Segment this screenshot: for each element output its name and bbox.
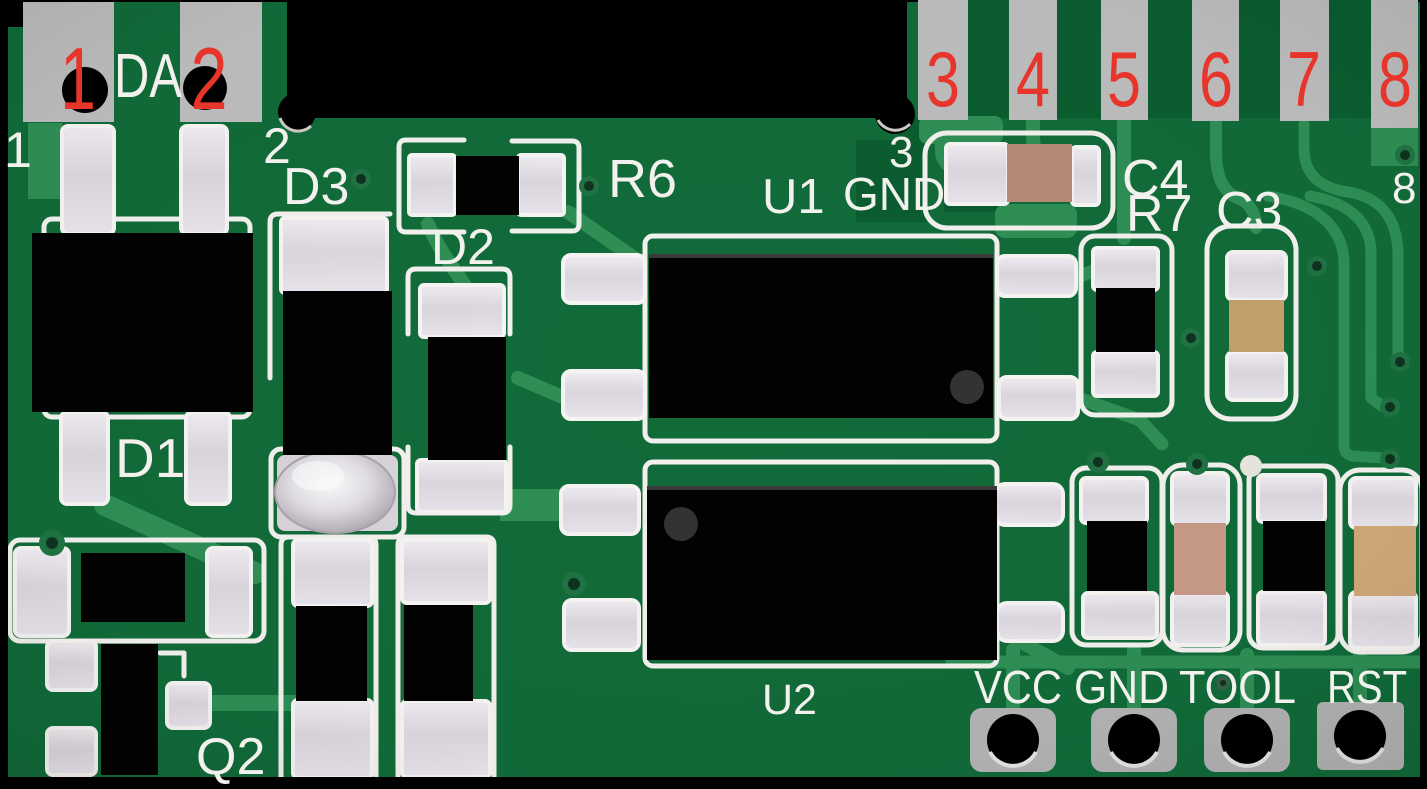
svg-text:VCC: VCC <box>974 661 1062 713</box>
svg-text:1: 1 <box>60 29 96 128</box>
svg-text:DA: DA <box>114 42 183 111</box>
svg-text:R7: R7 <box>1126 185 1192 243</box>
svg-text:7: 7 <box>1287 35 1321 123</box>
svg-text:2: 2 <box>191 29 228 128</box>
svg-text:U1: U1 <box>762 170 825 224</box>
svg-text:1: 1 <box>4 122 32 178</box>
svg-text:GND: GND <box>843 168 945 220</box>
svg-text:RST: RST <box>1327 661 1407 713</box>
svg-text:GND: GND <box>1074 661 1169 713</box>
svg-text:6: 6 <box>1199 35 1233 123</box>
svg-text:8: 8 <box>1378 35 1412 123</box>
svg-text:4: 4 <box>1016 35 1050 123</box>
svg-text:D1: D1 <box>115 427 185 489</box>
svg-text:TOOL: TOOL <box>1179 661 1296 713</box>
svg-text:3: 3 <box>889 128 913 177</box>
svg-text:R6: R6 <box>608 149 677 209</box>
svg-text:U2: U2 <box>762 676 817 724</box>
svg-text:5: 5 <box>1107 35 1141 123</box>
svg-text:3: 3 <box>926 35 960 123</box>
svg-text:Q2: Q2 <box>196 728 265 786</box>
svg-text:D2: D2 <box>431 219 495 275</box>
svg-text:8: 8 <box>1392 164 1416 213</box>
svg-text:C3: C3 <box>1216 182 1282 240</box>
svg-text:D3: D3 <box>283 158 349 216</box>
svg-text:C4: C4 <box>1122 150 1188 208</box>
svg-text:2: 2 <box>263 118 291 174</box>
